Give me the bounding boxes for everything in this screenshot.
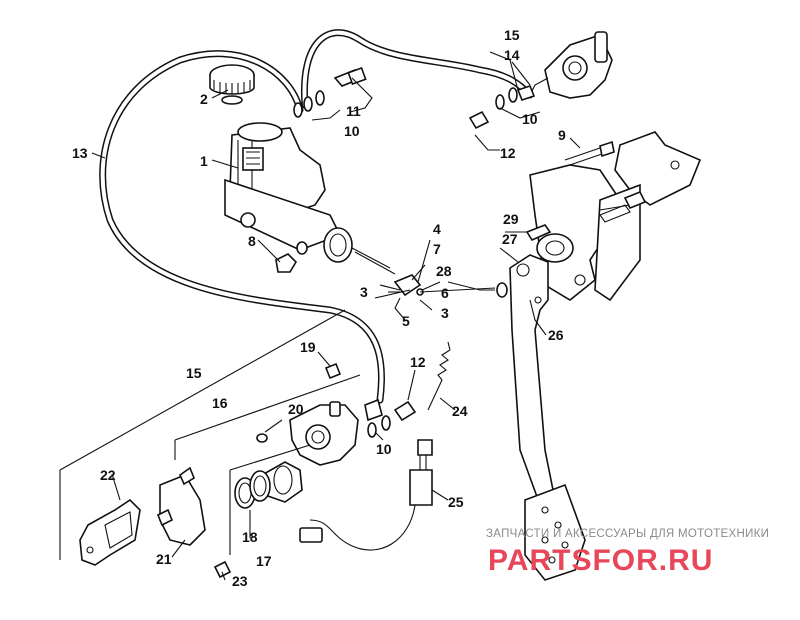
- watermark-brand: PARTSFOR.RU: [488, 544, 713, 577]
- brake-pads-22: [79, 498, 141, 566]
- return-spring-assembly-29: [599, 190, 647, 211]
- callout-19: 19: [300, 339, 316, 355]
- callout-4: 4: [433, 221, 441, 237]
- callout-23: 23: [232, 573, 248, 589]
- callout-5: 5: [402, 313, 410, 329]
- callout-3-right: 3: [441, 305, 449, 321]
- callout-13: 13: [72, 145, 88, 161]
- callout-9: 9: [558, 127, 566, 143]
- callout-14: 14: [504, 47, 520, 63]
- watermark: ЗАПЧАСТИ И АКСЕССУАРЫ ДЛЯ МОТОТЕХНИКИ PA…: [486, 528, 769, 577]
- callout-1: 1: [200, 153, 208, 169]
- pedal-bracket: [529, 131, 702, 302]
- bleeder-screw-12-upper: [468, 110, 490, 130]
- caliper-bracket-21: [156, 466, 206, 546]
- callout-15-top: 15: [504, 27, 520, 43]
- callout-10-upper: 10: [344, 123, 360, 139]
- pivot-bushing-27: [525, 224, 574, 263]
- callout-15-lower: 15: [186, 365, 202, 381]
- caliper-bolt-19: [324, 362, 342, 380]
- pushrod-clevis: [374, 274, 508, 299]
- callout-7: 7: [433, 241, 441, 257]
- callout-20: 20: [288, 401, 304, 417]
- callout-labels: 2 1 13 8 11 10 15 14 10 12 9 29 27 4 7 2…: [72, 27, 566, 589]
- callout-22: 22: [100, 467, 116, 483]
- washers-10-upper: [293, 90, 325, 118]
- callout-10-lower: 10: [376, 441, 392, 457]
- callout-25: 25: [448, 494, 464, 510]
- callout-24: 24: [452, 403, 468, 419]
- master-cylinder-1: [224, 122, 396, 275]
- watermark-tagline: ЗАПЧАСТИ И АКСЕССУАРЫ ДЛЯ МОТОТЕХНИКИ: [486, 528, 769, 540]
- callout-11: 11: [346, 103, 361, 119]
- mounting-bolt-8: [275, 241, 308, 273]
- callout-28: 28: [436, 263, 452, 279]
- callout-29: 29: [503, 211, 519, 227]
- brake-light-switch-25: [299, 439, 433, 551]
- pin-23: [213, 560, 232, 579]
- caliper-body-16: [289, 401, 359, 466]
- washers-10-lower: [364, 398, 391, 438]
- callout-17: 17: [256, 553, 272, 569]
- cap-screw-9: [564, 140, 615, 167]
- caliper-group-frame: [59, 309, 361, 560]
- reservoir-cap-2: [209, 64, 255, 105]
- callout-10-right: 10: [522, 111, 538, 127]
- leader-lines: [91, 51, 581, 581]
- rear-caliper-15: [529, 31, 613, 99]
- callout-21: 21: [156, 551, 172, 567]
- brake-hose-13: [99, 50, 386, 404]
- washer-20: [256, 433, 268, 443]
- brake-pedal-26: [509, 254, 586, 581]
- callout-16: 16: [212, 395, 228, 411]
- callout-3-left: 3: [360, 284, 368, 300]
- banjo-bolt-11: [333, 66, 367, 87]
- return-spring-24: [427, 341, 451, 411]
- callout-2: 2: [200, 91, 208, 107]
- callout-27: 27: [502, 231, 518, 247]
- callout-18: 18: [242, 529, 258, 545]
- brake-hose-14: [300, 29, 534, 109]
- seals-18: [234, 470, 271, 509]
- washers-10-right: [495, 85, 536, 110]
- banjo-bolt-12-lower: [393, 400, 417, 422]
- callout-26: 26: [548, 327, 564, 343]
- callout-8: 8: [248, 233, 256, 249]
- callout-6: 6: [441, 285, 449, 301]
- callout-12-lower: 12: [410, 354, 426, 370]
- callout-12-upper: 12: [500, 145, 516, 161]
